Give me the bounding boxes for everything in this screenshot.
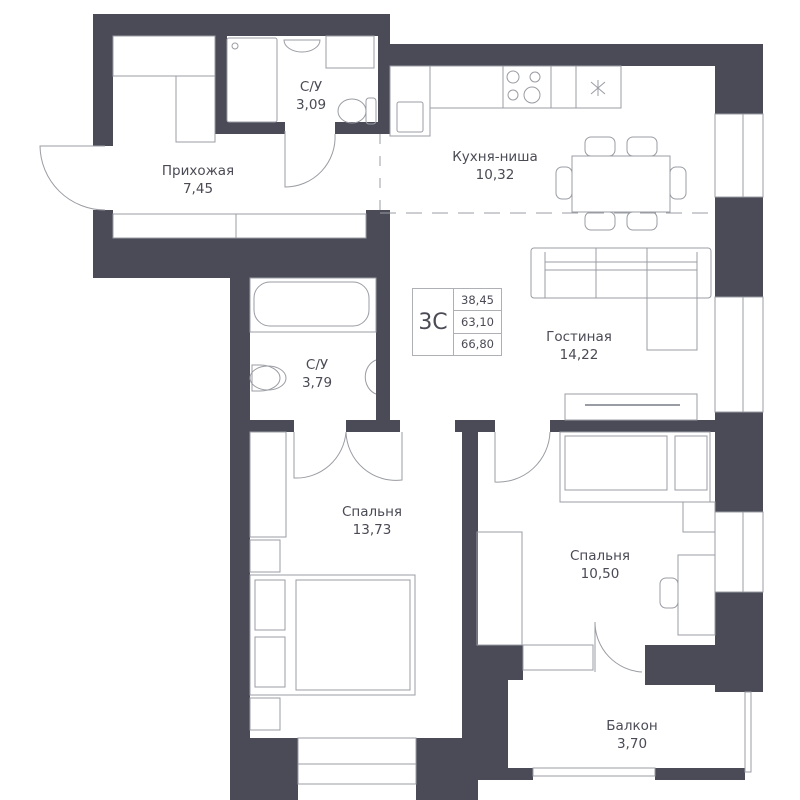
fixtures (39, 35, 716, 731)
room-label-balcony: Балкон 3,70 (606, 717, 657, 753)
room-name: Балкон (606, 718, 658, 734)
room-label-bathroom-1: С/У 3,09 (296, 78, 326, 114)
room-name: С/У (305, 357, 329, 373)
room-area: 13,73 (352, 522, 392, 538)
walls (93, 14, 763, 800)
room-label-bathroom-2: С/У 3,79 (302, 356, 332, 392)
room-area: 10,32 (475, 167, 515, 183)
room-area: 3,70 (616, 736, 648, 752)
living-area: 38,45 (454, 289, 501, 312)
windows (112, 113, 764, 785)
room-name: Кухня-ниша (452, 149, 538, 165)
room-area: 7,45 (182, 181, 214, 197)
apartment-type-code: 3С (413, 289, 454, 355)
room-label-living-room: Гостиная 14,22 (546, 328, 612, 364)
total-area: 63,10 (454, 311, 501, 334)
room-area: 14,22 (559, 347, 599, 363)
room-label-hallway: Прихожая 7,45 (162, 162, 234, 198)
apartment-area-badge: 3С 38,45 63,10 66,80 (412, 288, 502, 356)
room-label-kitchen: Кухня-ниша 10,32 (452, 148, 538, 184)
room-name: Спальня (569, 548, 631, 564)
room-label-bedroom-1: Спальня 13,73 (342, 503, 402, 539)
room-label-bedroom-2: Спальня 10,50 (570, 547, 630, 583)
total-area-with-balcony: 66,80 (461, 337, 494, 352)
room-name: Прихожая (161, 163, 235, 179)
room-area: 10,50 (580, 566, 620, 582)
room-name: С/У (299, 79, 323, 95)
room-name: Гостиная (546, 329, 612, 345)
room-area: 3,09 (295, 97, 327, 113)
room-area: 3,79 (301, 375, 333, 391)
room-name: Спальня (341, 504, 403, 520)
